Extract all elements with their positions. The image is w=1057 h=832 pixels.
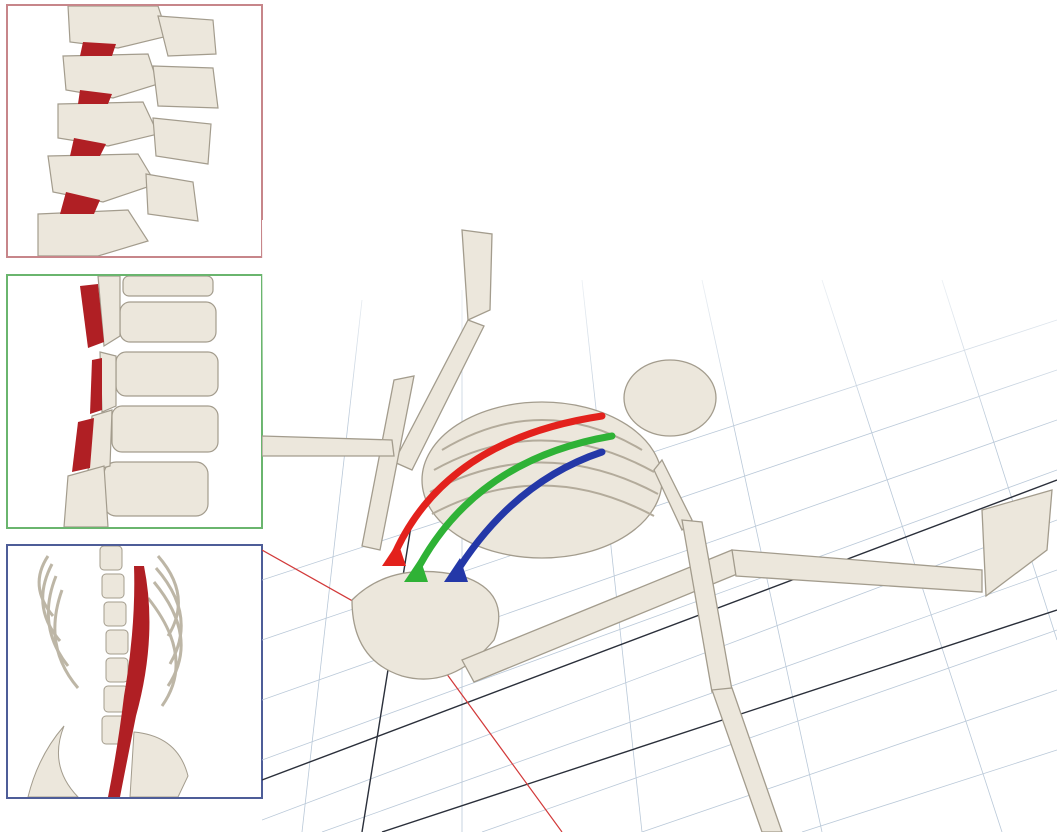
muscle-closeup-illustration — [8, 546, 261, 797]
inset-panel-discs — [6, 4, 263, 258]
facet-closeup-illustration — [8, 276, 261, 527]
hand-bones — [462, 230, 492, 320]
skull — [624, 360, 716, 436]
disc-closeup-illustration — [8, 6, 261, 256]
inset-panel-muscle — [6, 544, 263, 799]
inset-panel-facets — [6, 274, 263, 529]
left-leg-bones — [262, 436, 394, 456]
reclined-skeleton-scene — [262, 220, 1057, 832]
